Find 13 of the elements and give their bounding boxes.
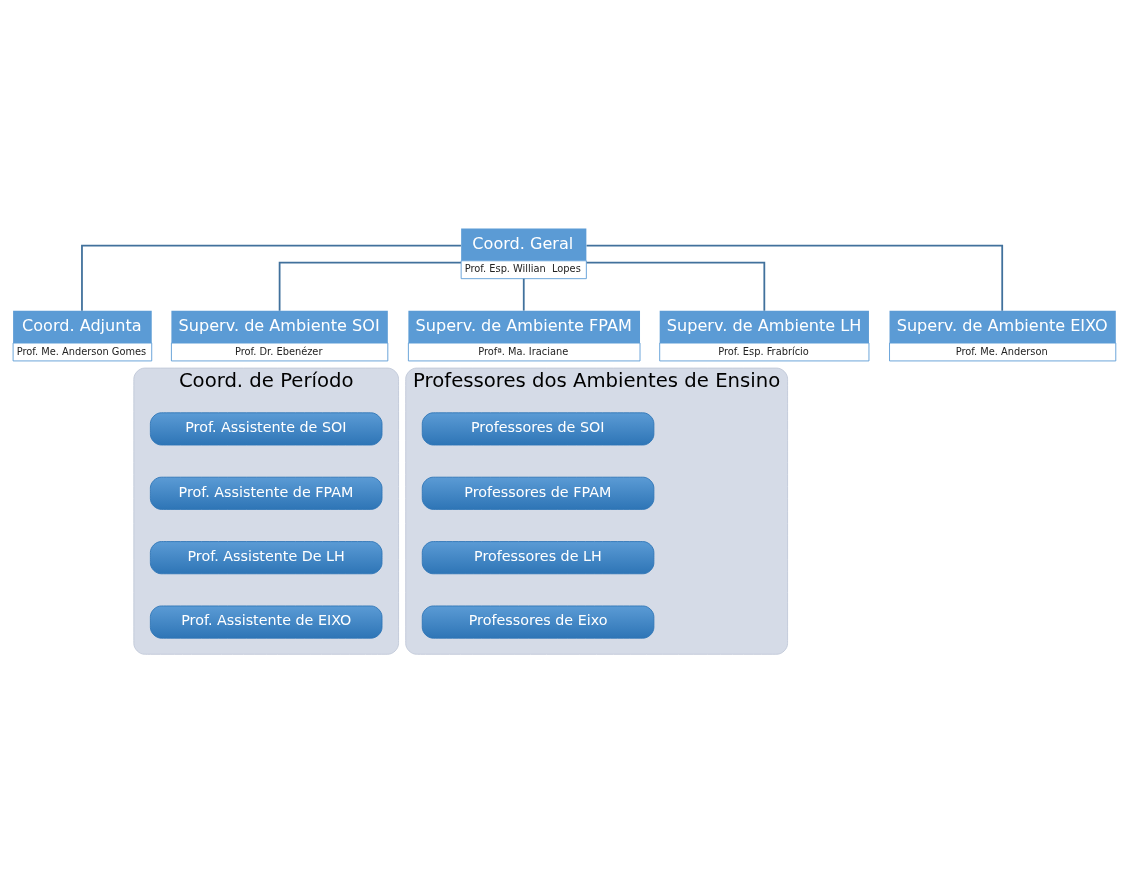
connector xyxy=(585,244,1004,312)
connector xyxy=(585,261,766,312)
node-box: Prof. Assistente de SOI xyxy=(149,411,383,445)
node-box: Professores de LH xyxy=(421,540,655,574)
connector xyxy=(81,244,462,312)
node-box: Prof. Assistente de EIXO xyxy=(149,605,383,639)
node-box: Professores de FPAM xyxy=(421,476,655,510)
node-box: Professores de Eixo xyxy=(421,605,655,639)
node-box: Professores de SOI xyxy=(421,411,655,445)
node-box: Prof. Assistente de FPAM xyxy=(149,476,383,510)
node-box: Prof. Assistente De LH xyxy=(149,540,383,574)
connector xyxy=(522,277,525,312)
connector xyxy=(278,261,462,312)
